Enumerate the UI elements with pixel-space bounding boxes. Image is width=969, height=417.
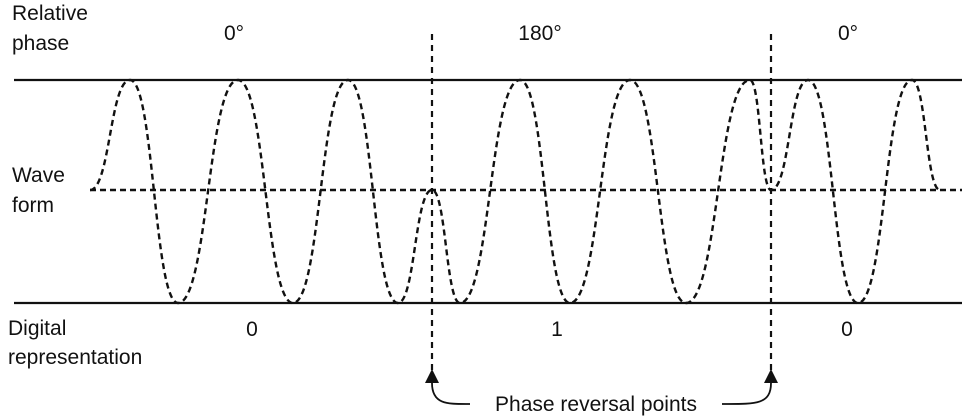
arrow-up-icon <box>425 369 439 383</box>
phase-value-segment-3: 0° <box>838 22 858 45</box>
phase-value-segment-1: 0° <box>224 22 244 45</box>
wave-form-label-line2: form <box>12 194 54 217</box>
phase-reversal-points-label: Phase reversal points <box>495 393 697 416</box>
bit-value-segment-2: 1 <box>551 318 563 341</box>
phase-value-segment-2: 180° <box>518 22 561 45</box>
wave-form-label-line1: Wave <box>12 164 65 187</box>
digital-representation-label-line1: Digital <box>8 317 66 340</box>
bracket-left-curve <box>431 382 471 405</box>
relative-phase-label-line2: phase <box>12 32 69 55</box>
waveform-curve <box>89 78 941 305</box>
bit-value-segment-3: 0 <box>841 318 853 341</box>
bit-value-segment-1: 0 <box>246 318 258 341</box>
relative-phase-label-line1: Relative <box>12 2 88 25</box>
bracket-right-curve <box>721 382 772 405</box>
digital-representation-label-line2: representation <box>8 346 142 369</box>
arrow-up-icon <box>764 369 778 383</box>
